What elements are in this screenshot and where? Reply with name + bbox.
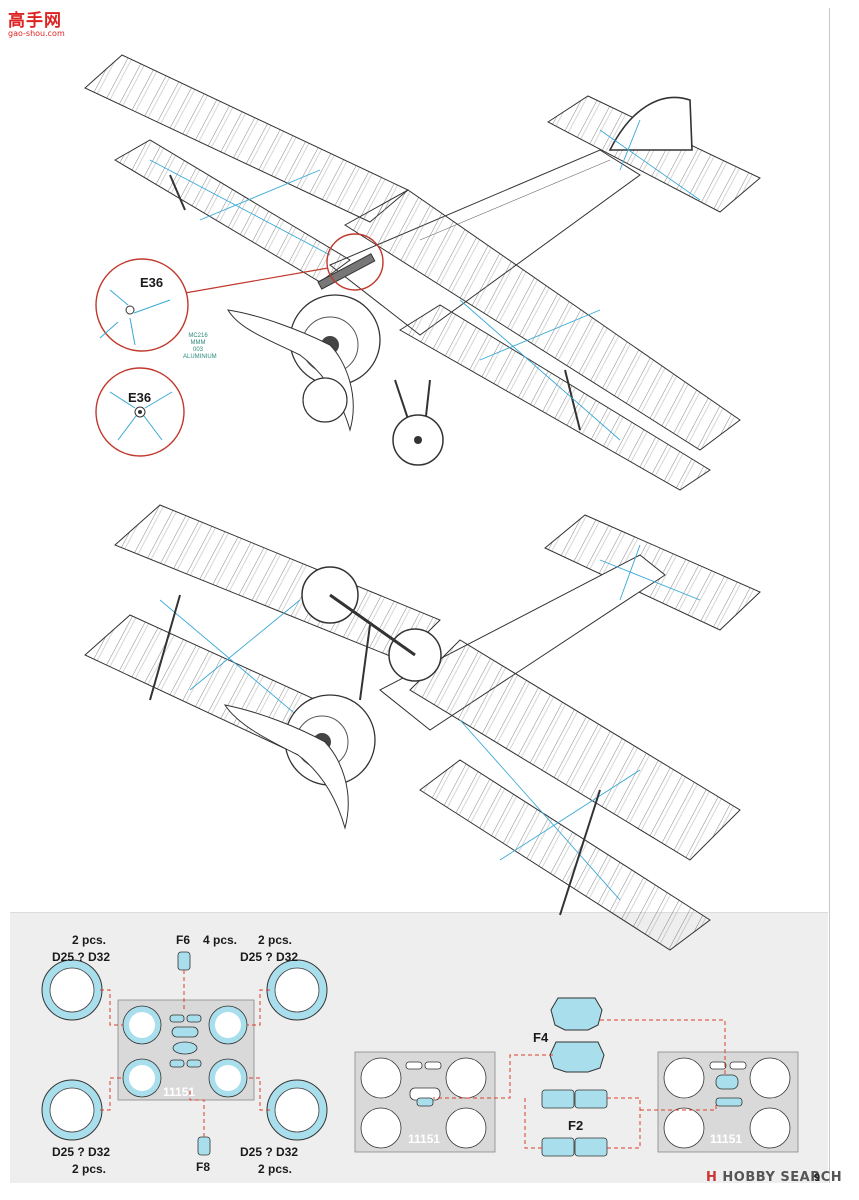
bottom-propeller: [223, 704, 349, 830]
mask-code-tr: D25 ? D32: [240, 950, 299, 964]
wheel-mask-tl: [41, 959, 103, 1021]
top-lower-wing: [114, 139, 351, 283]
callout-circle-bottom: [95, 367, 185, 457]
mask-code-bl: D25 ? D32: [52, 1145, 111, 1159]
watermark-text: HOBBY SEARCH: [722, 1170, 843, 1185]
top-propeller: [227, 309, 354, 432]
wheel-mask-tr: [266, 959, 328, 1021]
mask-code-tl: D25 ? D32: [52, 950, 111, 964]
callout-circle-top: [95, 258, 189, 352]
page-number: 9: [814, 1172, 821, 1184]
note-line-2: MMM: [190, 340, 206, 346]
sheet-number-left: 11151: [408, 1132, 441, 1146]
mask-part-f2-d: [574, 1137, 608, 1157]
top-tailplane: [547, 95, 761, 213]
site-logo: 高手网 gao-shou.com: [8, 6, 65, 38]
top-fin: [608, 96, 693, 151]
material-note: MC216 MMM 003 ALUMINIUM: [183, 333, 217, 361]
mask-qty-f6: 4 pcs.: [203, 933, 238, 947]
top-upper-wing: [84, 54, 409, 223]
sheet-number-right: 11151: [710, 1132, 743, 1146]
mask-section: [41, 951, 799, 1157]
mask-qty-bl: 2 pcs.: [72, 1162, 107, 1176]
page-edge-line: [829, 8, 830, 1183]
mask-part-f2-b: [574, 1089, 608, 1109]
sheet-number-center: 11151: [163, 1085, 196, 1099]
mask-qty-tr: 2 pcs.: [258, 933, 293, 947]
mask-qty-tl: 2 pcs.: [72, 933, 107, 947]
mask-part-f2-c: [541, 1137, 575, 1157]
watermark: H HOBBY SEARCH: [706, 1170, 842, 1185]
mask-label-f6: F6: [176, 933, 191, 947]
mask-label-f4: F4: [533, 1030, 549, 1045]
bottom-wing-right-lower: [419, 759, 711, 951]
mask-part-f8: [197, 1136, 211, 1156]
wheel-mask-br: [266, 1079, 328, 1141]
note-line-3: 003: [192, 347, 203, 353]
mask-part-f4-bottom: [549, 1041, 605, 1073]
mask-part-f6: [177, 951, 191, 971]
mask-code-br: D25 ? D32: [240, 1145, 299, 1159]
bottom-wing-right: [409, 639, 741, 861]
note-line-1: MC216: [188, 333, 208, 339]
logo-main-text: 高手网: [8, 11, 62, 31]
mask-label-f8: F8: [196, 1160, 211, 1174]
bottom-upper-wing: [114, 504, 441, 661]
mask-part-f4-top: [550, 997, 603, 1031]
top-upper-wing-right: [344, 189, 741, 451]
callout-label-top: E36: [140, 275, 164, 290]
mask-part-f2-a: [541, 1089, 575, 1109]
aircraft-view-bottom: [84, 504, 761, 951]
callout-label-bottom: E36: [128, 390, 152, 405]
wheel-mask-bl: [41, 1079, 103, 1141]
mask-qty-br: 2 pcs.: [258, 1162, 293, 1176]
note-line-4: ALUMINIUM: [183, 354, 217, 360]
logo-sub-text: gao-shou.com: [8, 29, 65, 38]
top-fuselage: [329, 149, 641, 336]
aircraft-view-top: [84, 54, 761, 491]
top-lower-wing-right: [399, 304, 711, 491]
watermark-mark: H: [706, 1170, 718, 1185]
mask-label-f2: F2: [568, 1118, 584, 1133]
